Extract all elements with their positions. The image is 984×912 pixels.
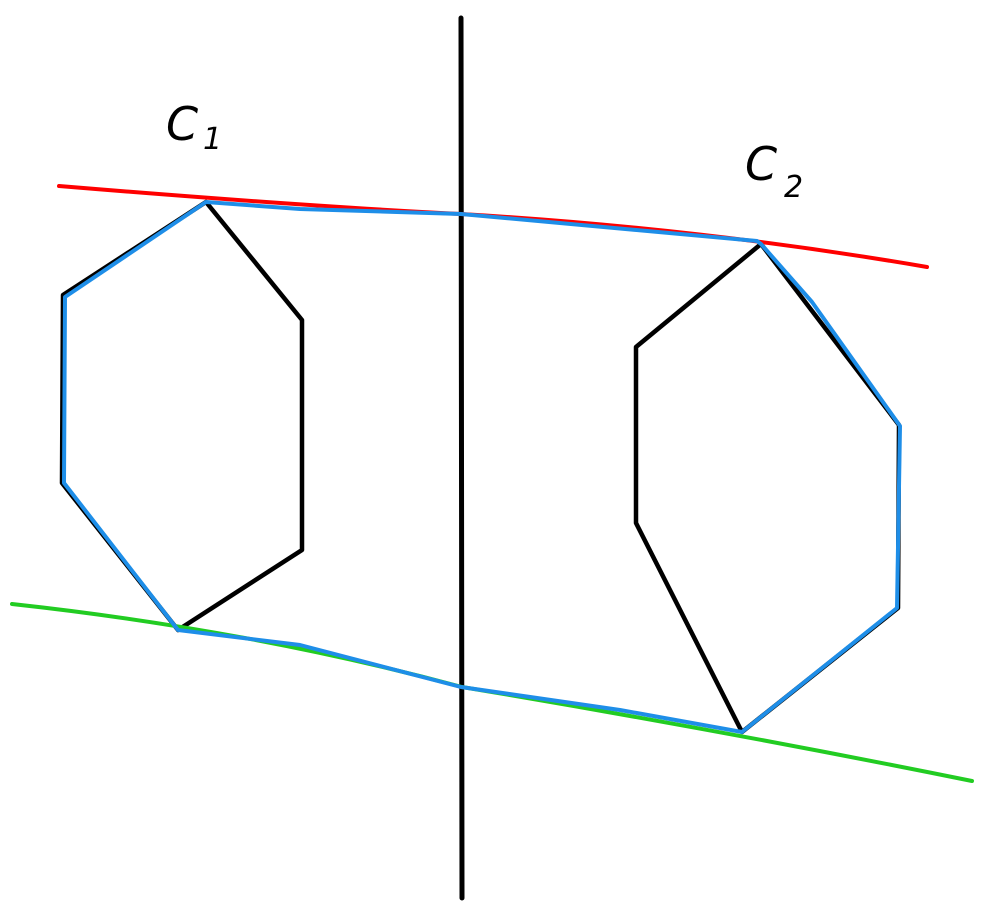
dividing-line (458, 15, 465, 901)
merged-hull-outline (62, 200, 902, 734)
label-c2: C 2 (745, 137, 803, 205)
hexagon-c2 (633, 241, 902, 735)
hexagon-c1 (59, 199, 305, 633)
label-c1: C 1 (166, 97, 222, 157)
